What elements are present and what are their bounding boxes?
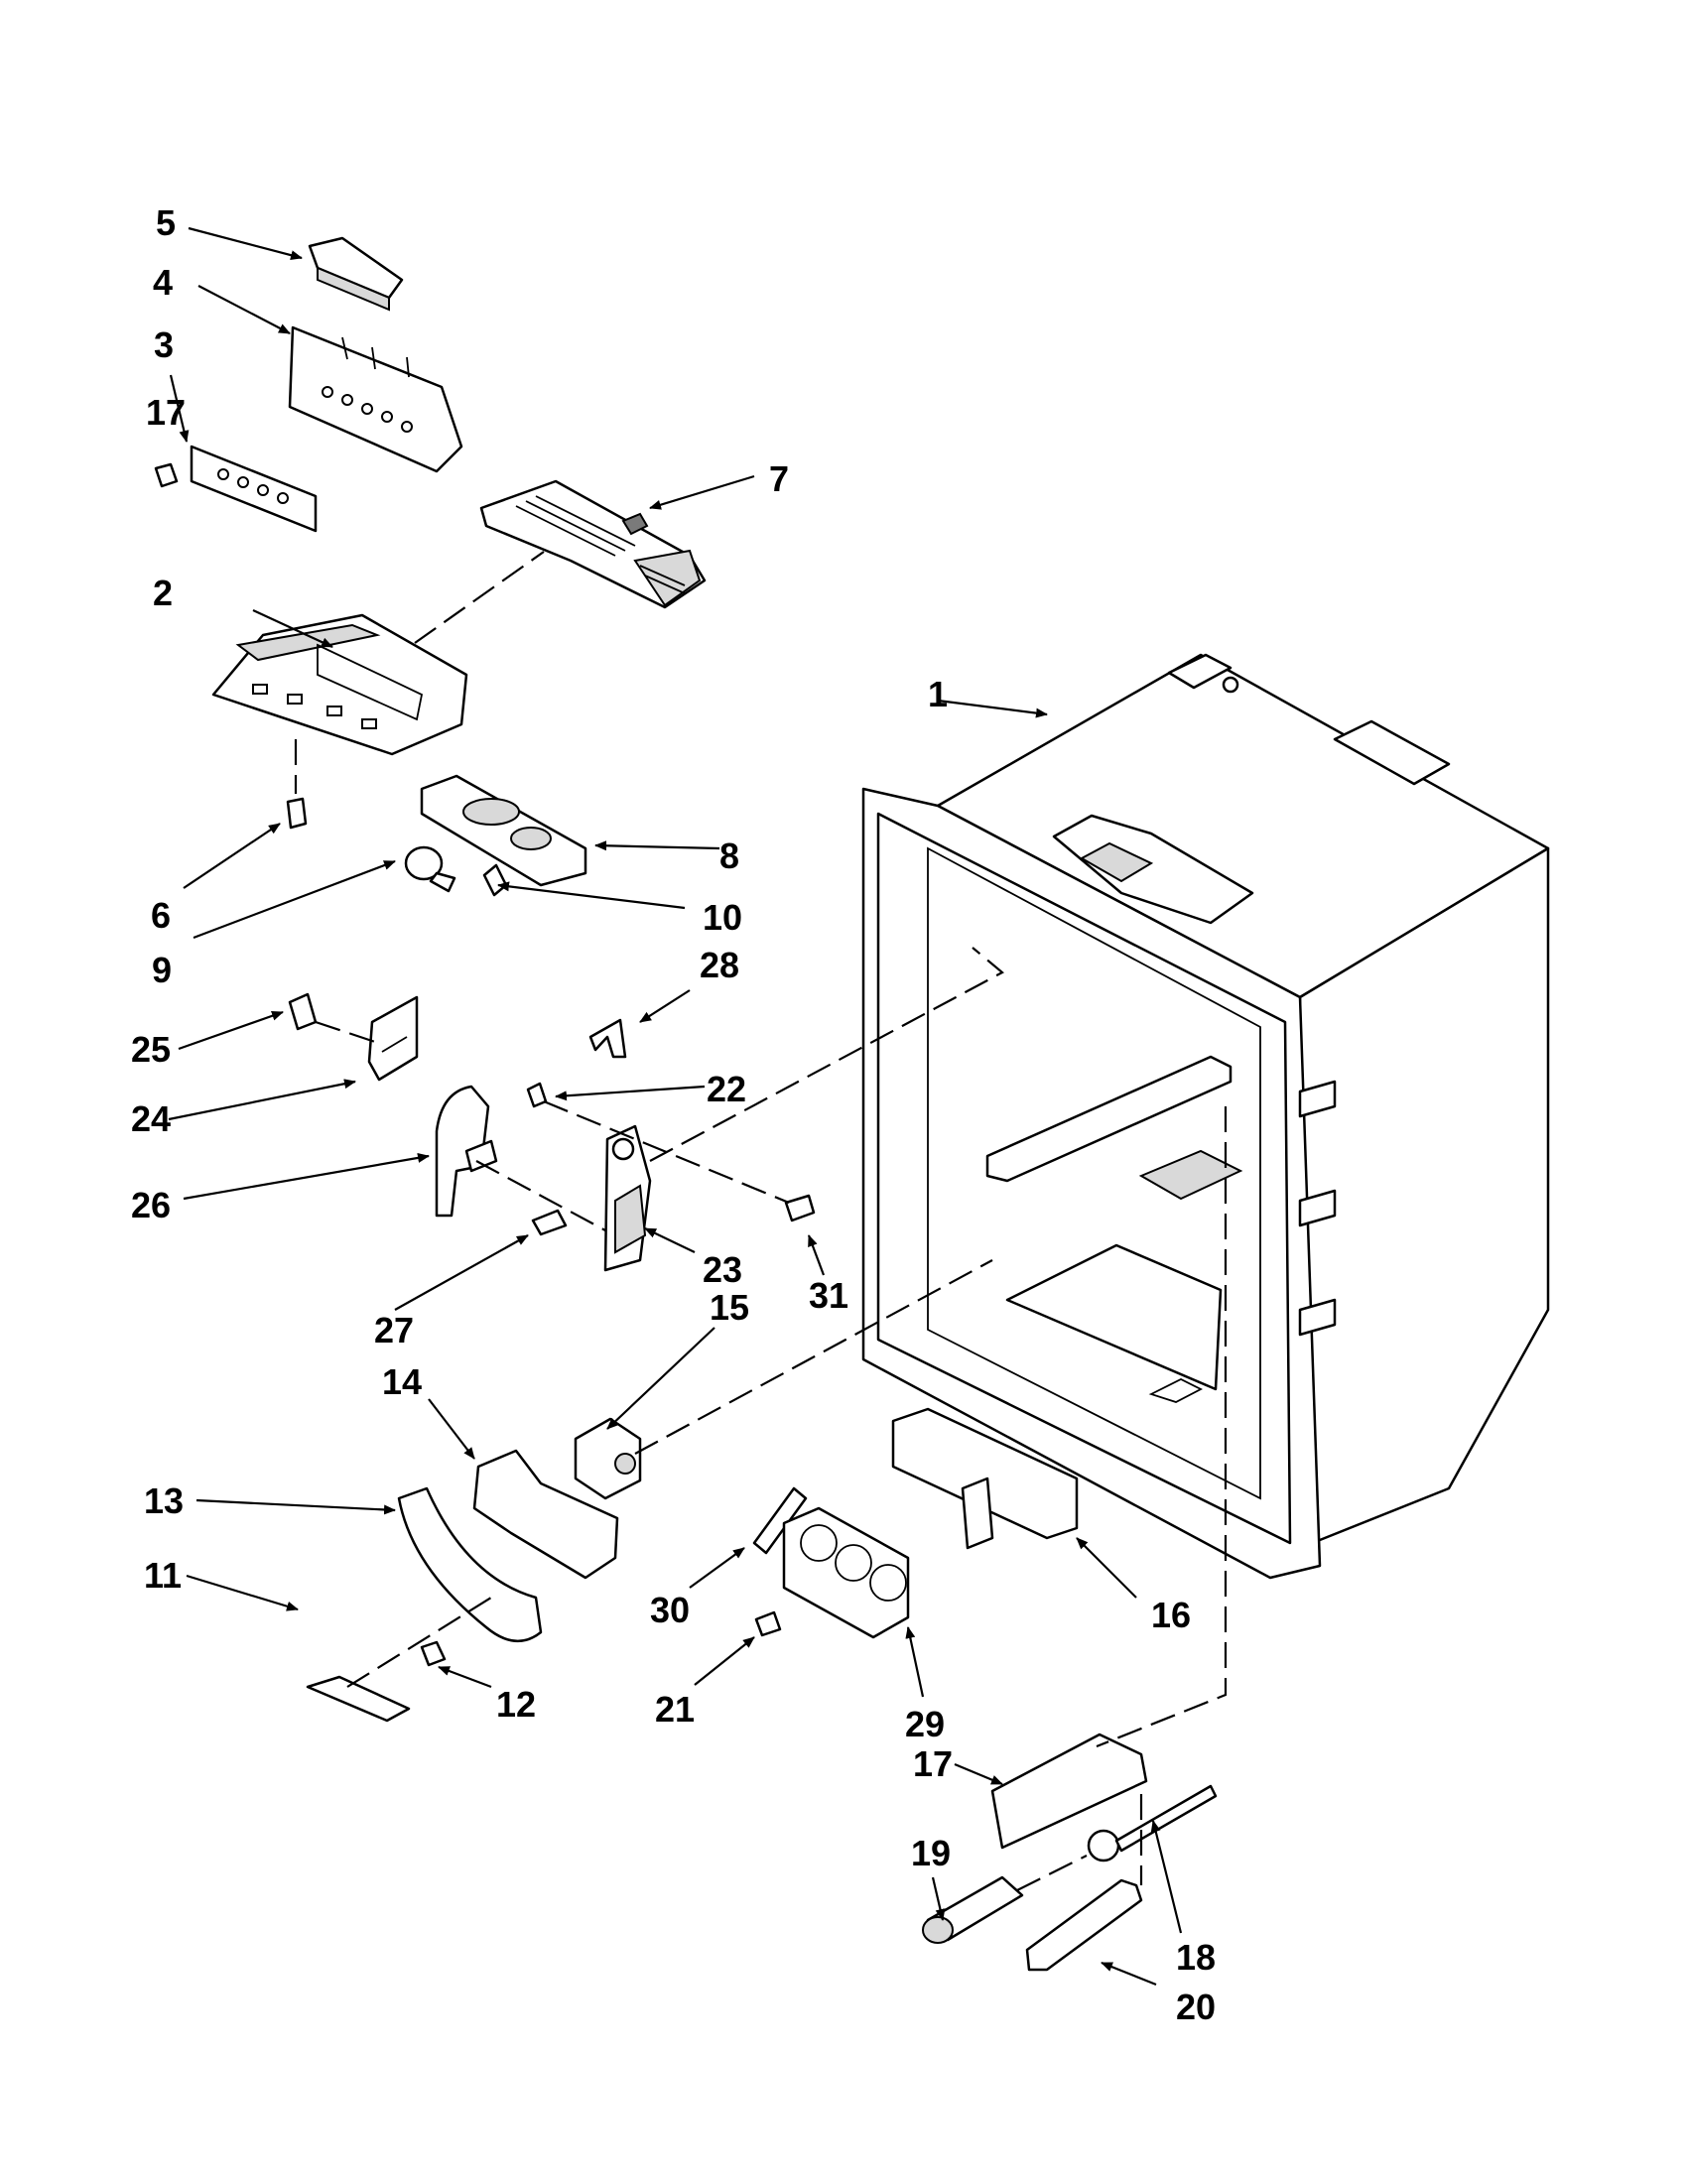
part-31 <box>784 1194 816 1222</box>
part-30 <box>752 1486 808 1555</box>
callout-3: 3 <box>154 324 174 365</box>
callout-labels: 1 2 3 4 5 6 7 8 9 10 11 12 13 14 15 16 1… <box>131 202 1216 2027</box>
part-21 <box>754 1610 782 1637</box>
part-14 <box>472 1449 619 1580</box>
callout-15: 15 <box>710 1287 749 1328</box>
callout-30: 30 <box>650 1590 690 1630</box>
part-10-socket <box>482 863 508 897</box>
part-4 <box>288 325 463 473</box>
part-3 <box>190 445 318 533</box>
callout-25: 25 <box>131 1029 171 1070</box>
part-27 <box>531 1209 568 1236</box>
callout-4: 4 <box>153 262 173 303</box>
part-20 <box>1025 1878 1143 1972</box>
callout-21: 21 <box>655 1689 695 1730</box>
callout-31: 31 <box>809 1275 848 1316</box>
callout-9: 9 <box>152 950 172 990</box>
part-17-bracket <box>990 1733 1148 1850</box>
callout-5: 5 <box>156 202 176 243</box>
part-24 <box>367 995 419 1082</box>
part-26 <box>435 1085 498 1218</box>
assembly-lines <box>294 551 1228 1891</box>
part-17-screw <box>154 462 179 488</box>
callout-17-top: 17 <box>146 392 186 433</box>
callout-11: 11 <box>144 1555 182 1596</box>
part-29 <box>782 1506 910 1639</box>
callout-13: 13 <box>144 1480 184 1521</box>
part-22 <box>526 1082 548 1108</box>
callout-12: 12 <box>496 1684 536 1725</box>
callout-19: 19 <box>911 1833 951 1873</box>
part-5 <box>308 236 404 312</box>
callout-8: 8 <box>719 835 739 876</box>
callout-10: 10 <box>703 897 742 938</box>
callout-28: 28 <box>700 945 739 985</box>
callout-22: 22 <box>707 1069 746 1109</box>
callout-26: 26 <box>131 1185 171 1225</box>
part-8 <box>420 774 587 887</box>
part-19-filter-cartridge <box>922 1875 1024 1944</box>
part-7 <box>479 479 707 609</box>
leader-arrows <box>168 226 1183 1987</box>
callout-20: 20 <box>1176 1987 1216 2027</box>
part-13 <box>397 1486 543 1643</box>
part-6 <box>286 797 308 830</box>
part-9-bulb <box>404 845 456 893</box>
callout-2: 2 <box>153 573 173 613</box>
callout-6: 6 <box>151 895 171 936</box>
part-23 <box>603 1124 652 1272</box>
callout-14: 14 <box>382 1361 422 1402</box>
callout-24: 24 <box>131 1098 171 1139</box>
part-12 <box>420 1640 447 1667</box>
callout-27: 27 <box>374 1310 414 1350</box>
part-28 <box>588 1018 627 1059</box>
part-15 <box>574 1417 642 1500</box>
callout-17-bottom: 17 <box>913 1743 953 1784</box>
part-2 <box>211 613 468 756</box>
callout-16: 16 <box>1151 1595 1191 1635</box>
callout-29: 29 <box>905 1704 945 1744</box>
callout-7: 7 <box>769 458 789 499</box>
callout-1: 1 <box>928 674 948 714</box>
part-25 <box>288 992 318 1031</box>
part-11 <box>306 1675 411 1723</box>
callout-18: 18 <box>1176 1937 1216 1978</box>
callout-23: 23 <box>703 1249 742 1290</box>
part-16 <box>891 1407 1079 1550</box>
